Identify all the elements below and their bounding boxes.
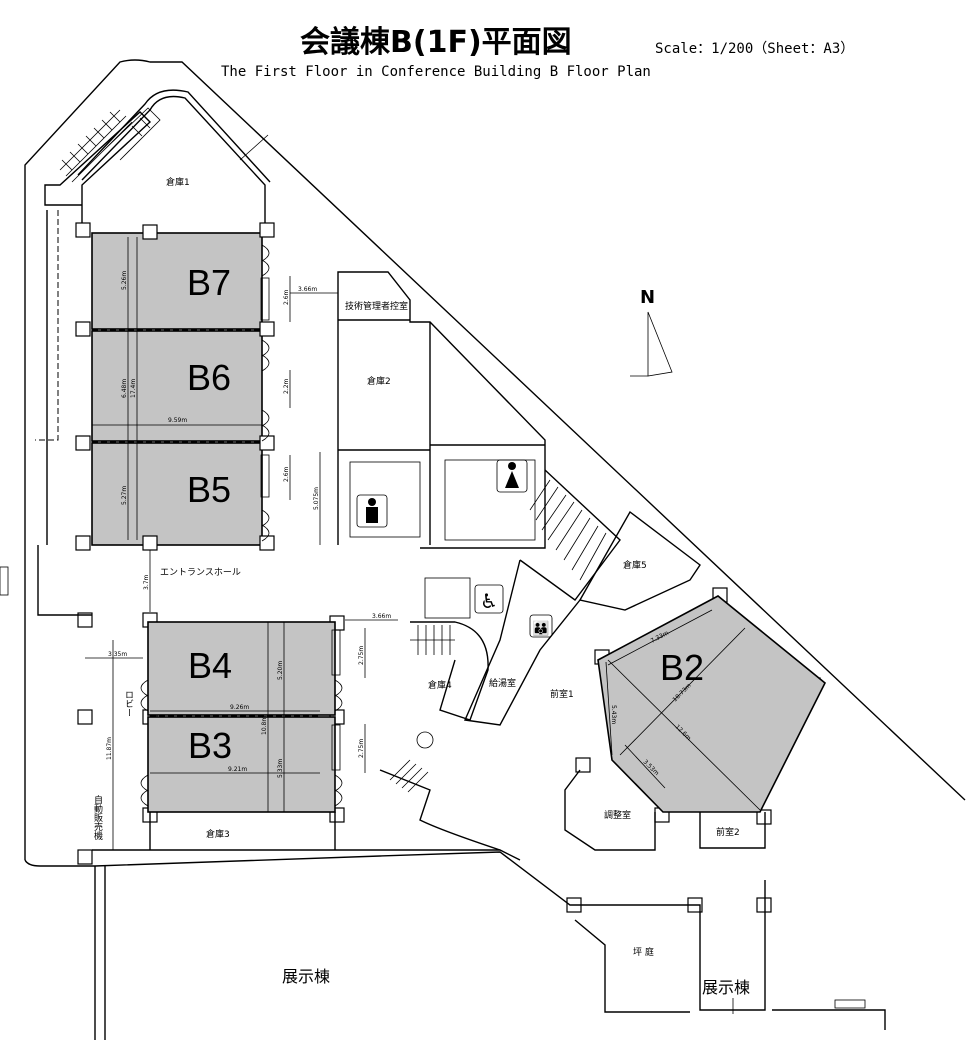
stairs-top — [59, 107, 161, 183]
label-storage1: 倉庫1 — [166, 176, 190, 188]
dim-door-b5: 2.6m — [283, 466, 290, 482]
label-exhibition-right: 展示棟 — [702, 978, 750, 997]
service-core — [337, 271, 546, 549]
dim-b567-width: 9.59m — [168, 417, 187, 424]
dim-b3-height: 5.33m — [277, 759, 284, 778]
label-kitchenette: 給湯室 — [489, 677, 516, 689]
label-exhibition-left: 展示棟 — [282, 967, 330, 986]
room-label-b7: B7 — [187, 262, 231, 303]
label-courtyard: 坪 庭 — [633, 946, 654, 958]
dim-wc-height: 5.075m — [313, 487, 320, 510]
label-anteroom1: 前室1 — [550, 688, 574, 700]
label-anteroom2: 前室2 — [716, 826, 740, 838]
label-storage5: 倉庫5 — [623, 559, 647, 571]
dim-corridor-top: 3.66m — [298, 286, 317, 293]
womens-toilet-sign — [496, 459, 528, 493]
dimensions-b567 — [92, 237, 338, 545]
label-entrance-hall: エントランスホール — [160, 567, 241, 578]
doors-b5-b7 — [260, 244, 270, 542]
room-b3[interactable] — [147, 716, 336, 813]
dim-door-b6: 2.2m — [283, 378, 290, 394]
control-room-walls — [564, 769, 766, 851]
room-b7[interactable] — [91, 232, 263, 330]
dim-b4-width: 9.26m — [230, 704, 249, 711]
dim-b3-width: 9.21m — [228, 766, 247, 773]
label-tech-control: 技術管理者控室 — [345, 300, 408, 312]
dimensions-b2 — [605, 609, 761, 811]
storage1-area — [44, 89, 271, 233]
dim-b2-left: 5.43m — [610, 705, 617, 724]
label-storage4: 倉庫4 — [428, 679, 452, 691]
dim-door-b7: 2.6m — [283, 289, 290, 305]
plan-title: 会議棟B(1F)平面図 — [300, 25, 572, 60]
svg-text:👪: 👪 — [532, 620, 549, 637]
dim-corridor-b4: 3.66m — [372, 613, 391, 620]
label-storage3: 倉庫3 — [206, 828, 230, 840]
mens-toilet-sign — [356, 494, 388, 528]
dim-b5-height: 5.27m — [121, 486, 128, 505]
room-label-b6: B6 — [187, 357, 231, 398]
north-label: N — [640, 287, 655, 308]
dim-lobby-width: 3.35m — [108, 651, 127, 658]
label-control-room: 調整室 — [604, 809, 631, 821]
storage3-walls — [92, 812, 521, 861]
room-label-b2: B2 — [660, 647, 704, 688]
site-boundary — [24, 59, 966, 867]
label-lobby: ロビー — [123, 690, 133, 717]
label-storage2: 倉庫2 — [367, 375, 391, 387]
svg-text:♿: ♿ — [480, 589, 498, 613]
north-arrow: N — [630, 287, 673, 377]
dim-door-b3: 2.75m — [358, 739, 365, 758]
room-b5[interactable] — [91, 442, 263, 546]
entrance-vestibule — [37, 545, 92, 616]
scale-text: Scale：1/200（Sheet：A3） — [655, 41, 854, 57]
dim-b34-total: 10.8m — [261, 716, 268, 735]
dimensions-b34 — [85, 619, 398, 850]
plan-subtitle: The First Floor in Conference Building B… — [221, 64, 651, 80]
room-b6[interactable] — [91, 330, 263, 442]
room-label-b3: B3 — [188, 725, 232, 766]
bottom-structures — [94, 851, 886, 1040]
dim-door-b4: 2.75m — [358, 646, 365, 665]
room-label-b5: B5 — [187, 469, 231, 510]
dim-lobby-height: 11.87m — [106, 737, 113, 760]
dim-b6-height: 6.48m — [121, 379, 128, 398]
dim-b567-total: 17.4m — [130, 379, 137, 398]
exterior-marker — [0, 566, 9, 596]
dashed-canopy — [35, 210, 59, 441]
dim-b4-height: 5.20m — [277, 661, 284, 680]
elevator-stair-area: ♿ 👪 — [379, 559, 581, 851]
label-vending: 自動販売機 — [92, 794, 103, 841]
room-b2[interactable] — [597, 595, 827, 813]
dim-hall-gap: 3.7m — [143, 574, 150, 590]
room-label-b4: B4 — [188, 645, 232, 686]
room-b4[interactable] — [147, 621, 336, 716]
storage5-walls — [578, 510, 701, 611]
dim-b7-height: 5.26m — [121, 271, 128, 290]
